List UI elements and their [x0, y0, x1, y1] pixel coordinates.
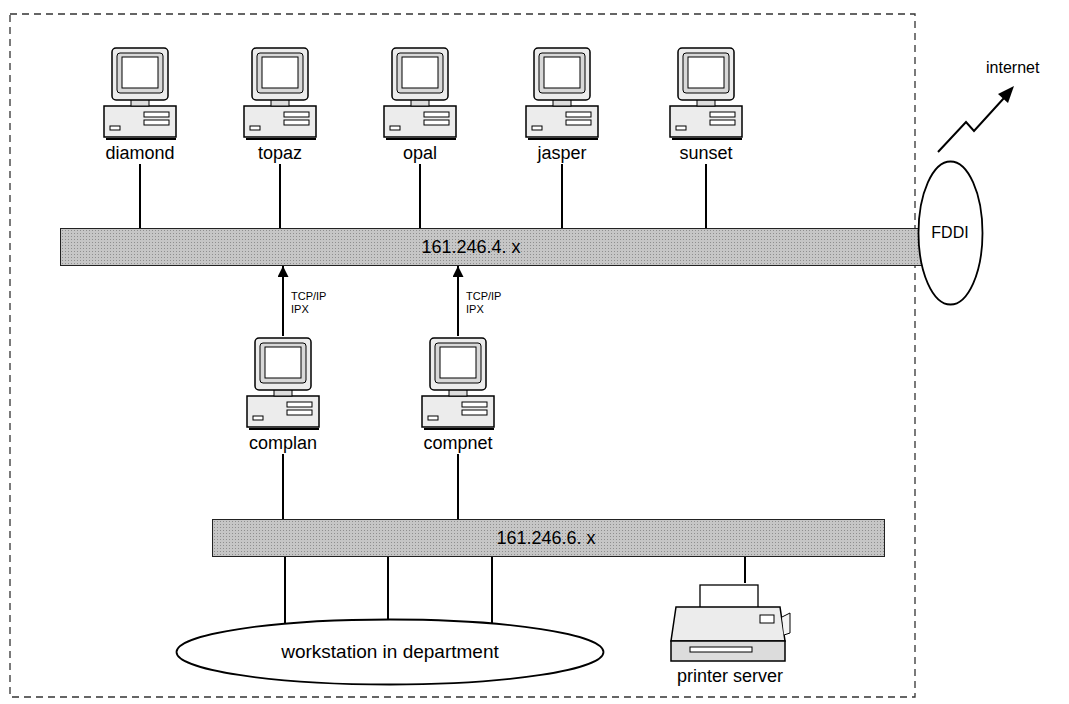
- network-bus: 161.246.4. x: [60, 228, 922, 266]
- network-link: [284, 557, 286, 624]
- printer-icon: [668, 583, 792, 665]
- node-label: complan: [249, 432, 317, 454]
- computer-node: diamond: [97, 46, 183, 164]
- network-link: [457, 454, 459, 519]
- network-link: [139, 164, 141, 228]
- link-label-holder: TCP/IP IPX: [291, 290, 326, 316]
- node-label: sunset: [679, 142, 732, 164]
- computer-icon: [240, 46, 320, 142]
- network-link: [279, 164, 281, 228]
- node-label: topaz: [258, 142, 302, 164]
- network-link: [419, 164, 421, 228]
- ellipse-label: FDDI: [931, 224, 968, 242]
- computer-icon: [380, 46, 460, 142]
- ellipse-node: FDDI: [917, 160, 984, 306]
- label-holder: internet: [986, 58, 1039, 78]
- network-link: [744, 557, 746, 583]
- computer-icon: [243, 336, 323, 432]
- network-link: [282, 266, 284, 336]
- node-label: opal: [403, 142, 437, 164]
- node-label: diamond: [105, 142, 174, 164]
- network-address: 161.246.6. x: [496, 527, 595, 549]
- computer-node: opal: [377, 46, 463, 164]
- network-link: [457, 266, 459, 336]
- node-label: printer server: [677, 665, 783, 687]
- network-link: [705, 164, 707, 228]
- internet-link-symbol: [938, 86, 1014, 152]
- computer-node: topaz: [237, 46, 323, 164]
- link-label-holder: TCP/IP IPX: [466, 290, 501, 316]
- printer-node: printer server: [665, 583, 795, 687]
- ellipse-node: workstation in department: [175, 618, 605, 686]
- computer-icon: [666, 46, 746, 142]
- protocol-label: TCP/IP IPX: [291, 290, 326, 316]
- computer-node: compnet: [415, 336, 501, 454]
- internet-label: internet: [986, 58, 1039, 78]
- ellipse-label: workstation in department: [281, 641, 499, 663]
- dashed-boundary: [10, 14, 915, 697]
- node-label: compnet: [423, 432, 492, 454]
- computer-icon: [100, 46, 180, 142]
- network-link: [561, 164, 563, 228]
- node-label: jasper: [537, 142, 586, 164]
- network-address: 161.246.4. x: [421, 236, 520, 258]
- computer-node: sunset: [663, 46, 749, 164]
- computer-node: complan: [240, 336, 326, 454]
- network-link: [491, 557, 493, 623]
- computer-node: jasper: [519, 46, 605, 164]
- network-link: [387, 557, 389, 620]
- network-link: [282, 454, 284, 519]
- computer-icon: [418, 336, 498, 432]
- network-bus: 161.246.6. x: [212, 519, 885, 557]
- computer-icon: [522, 46, 602, 142]
- protocol-label: TCP/IP IPX: [466, 290, 501, 316]
